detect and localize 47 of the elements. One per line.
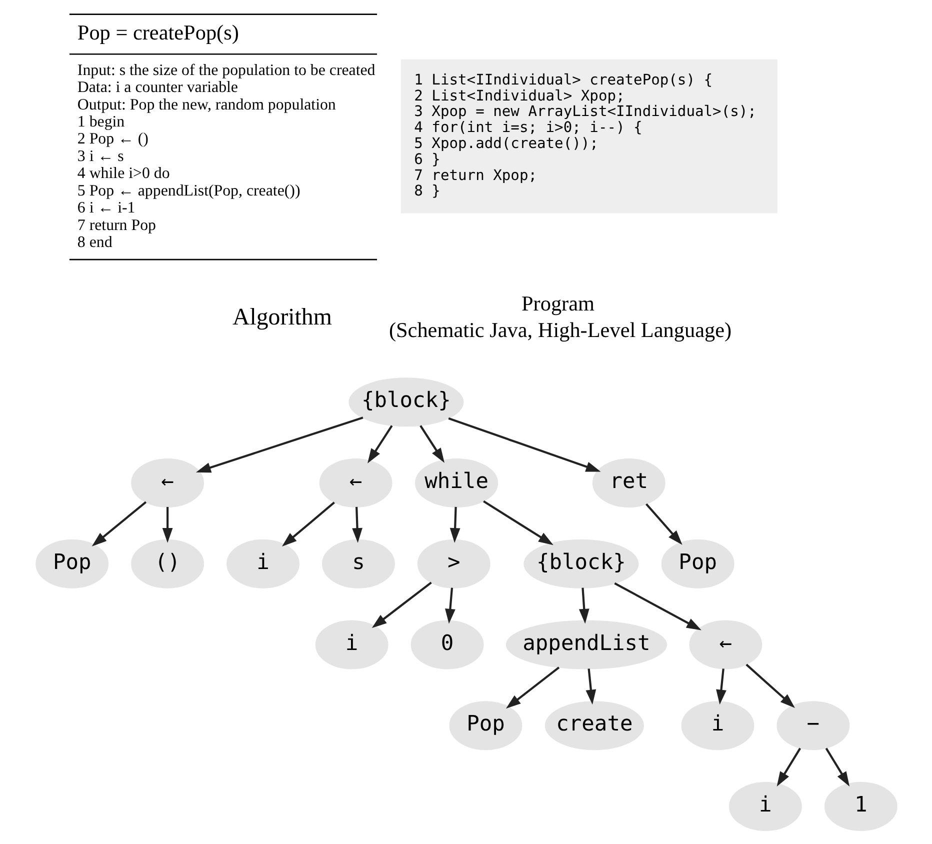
node-ellipse: >: [416, 539, 490, 588]
arrow: [505, 666, 560, 709]
arrow: [162, 506, 172, 543]
node-text: Pop = createPop(s) Input: s the size of the population to be created Data: i a counter variable Output: Pop the new, random population 1 begin 2 Pop ← () 3 i ← s 4 while i>0 do 5 Pop ← appendList(Pop, create()) 6 i ← i-1 7 return Pop 8 end: [76, 20, 375, 252]
arrow: [419, 425, 444, 463]
node-ellipse: i: [728, 782, 802, 831]
arrow: [645, 503, 682, 545]
node-ellipse: create: [544, 701, 644, 750]
node-label: (Schematic Java, High-Level Language): [388, 318, 732, 342]
arrow: [776, 748, 801, 787]
arrow: [371, 582, 432, 628]
node-ellipse: (): [130, 539, 204, 588]
node-label: Algorithm: [232, 304, 332, 330]
node-ellipse: appendList: [505, 620, 667, 670]
node-ellipse: while: [414, 458, 498, 508]
node-ellipse: 1: [824, 782, 897, 831]
arrow: [91, 501, 146, 546]
node-ellipse: Pop: [448, 701, 522, 750]
arrow: [585, 668, 596, 705]
node-ellipse: i: [680, 701, 754, 750]
arrow: [352, 506, 362, 543]
arrow: [716, 668, 726, 705]
arrow: [482, 500, 553, 546]
node-ellipse: Pop: [660, 539, 734, 588]
node-ellipse: ←: [130, 458, 204, 508]
node-ellipse: ←: [688, 620, 762, 670]
arrow: [367, 425, 392, 464]
arrow: [281, 502, 334, 547]
arrow: [449, 506, 460, 543]
arrow: [614, 582, 701, 630]
node-ellipse: i: [226, 539, 299, 588]
node-ellipse: {block}: [348, 378, 464, 427]
node-ellipse: {block}: [523, 539, 638, 588]
node-label: Program: [521, 291, 594, 316]
node-ellipse: −: [776, 701, 850, 750]
node-ellipse: Pop: [35, 539, 108, 588]
node-ellipse: ret: [592, 458, 665, 508]
node-ellipse: s: [322, 539, 394, 588]
node-ellipse: ←: [318, 458, 392, 508]
arrow: [745, 664, 794, 708]
arrow: [444, 588, 455, 624]
node-ellipse: i: [314, 620, 388, 670]
arrow: [195, 416, 363, 473]
arrow: [448, 417, 600, 472]
arrow: [824, 748, 850, 787]
arrow: [578, 588, 589, 624]
node-ellipse: 0: [410, 620, 484, 670]
